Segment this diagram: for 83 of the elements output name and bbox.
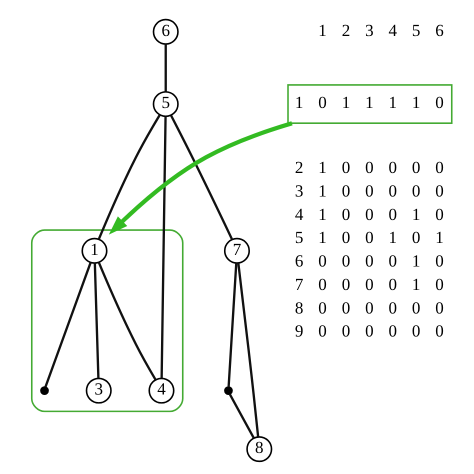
label: 0: [411, 322, 420, 341]
label: 0: [388, 274, 396, 294]
label: 0: [411, 181, 420, 200]
connector: [160, 116, 166, 378]
connector: [97, 114, 160, 240]
label: 1: [318, 204, 326, 224]
label: 6: [294, 252, 303, 271]
label: 0: [411, 158, 420, 177]
label: 0: [341, 158, 350, 177]
node-box: 1 0 1 1 1 1 0: [286, 84, 452, 124]
label: 0: [434, 322, 444, 341]
label: 0: [364, 228, 374, 248]
label: 2: [294, 158, 303, 177]
label: 0: [388, 204, 396, 224]
label: 1: [388, 228, 396, 248]
label: 1: [318, 228, 326, 248]
label: 1: [411, 204, 420, 224]
label: 0: [318, 322, 326, 341]
label: 0: [341, 298, 350, 318]
label: 0: [434, 158, 444, 177]
connector: [226, 263, 237, 386]
connector: [97, 262, 156, 380]
label: 0: [318, 252, 326, 271]
connector: [236, 262, 259, 437]
label: 0: [388, 252, 396, 271]
node-circle: 3: [85, 378, 112, 404]
label: 0: [434, 181, 444, 200]
label: 3: [294, 181, 303, 200]
connector: [228, 394, 254, 438]
cluster: [30, 229, 184, 412]
label: 4: [294, 204, 303, 224]
label: 0: [434, 252, 444, 271]
label: 0: [341, 322, 350, 341]
label: 0: [318, 274, 326, 294]
label: 9: [294, 322, 303, 341]
label: 0: [388, 181, 396, 200]
label: 0: [364, 181, 374, 200]
node-circle: 6: [152, 18, 178, 45]
label: 1: [318, 181, 326, 200]
arrow: [108, 121, 292, 235]
label: 0: [364, 274, 374, 294]
label: 1: [411, 252, 420, 271]
label: 0: [341, 204, 350, 224]
node-circle: 5: [152, 91, 178, 118]
label: 0: [434, 204, 444, 224]
label: 7: [294, 274, 303, 294]
label: 0: [341, 181, 350, 200]
label: 0: [434, 274, 444, 294]
label: 0: [411, 298, 420, 318]
node-circle: [224, 386, 232, 395]
label: 6: [434, 20, 444, 40]
label: 1: [318, 158, 326, 177]
label: 0: [341, 228, 350, 248]
label: 0: [388, 158, 396, 177]
label: 1: [434, 228, 444, 248]
connector: [93, 263, 100, 378]
connector: [164, 44, 166, 92]
node-circle: 8: [246, 436, 272, 462]
label: 0: [341, 252, 350, 271]
label: 0: [341, 274, 350, 294]
node-circle: 1: [80, 238, 108, 264]
label: 1: [318, 20, 326, 40]
connector: [170, 114, 233, 240]
node-circle: 4: [148, 378, 174, 404]
node-circle: 7: [223, 238, 250, 264]
label: 4: [388, 20, 396, 40]
label: 0: [364, 158, 374, 177]
label: 0: [318, 298, 326, 318]
node-circle: [40, 386, 48, 395]
label: 1: [411, 274, 420, 294]
label: 3: [364, 20, 374, 40]
label: 5: [294, 228, 303, 248]
label: 0: [364, 252, 374, 271]
label: 0: [364, 204, 374, 224]
label: 8: [294, 298, 303, 318]
label: 0: [364, 298, 374, 318]
label: 2: [341, 20, 350, 40]
label: 0: [388, 322, 396, 341]
label: 5: [411, 20, 420, 40]
label: 0: [434, 298, 444, 318]
label: 0: [411, 228, 420, 248]
label: 0: [388, 298, 396, 318]
label: 0: [364, 322, 374, 341]
